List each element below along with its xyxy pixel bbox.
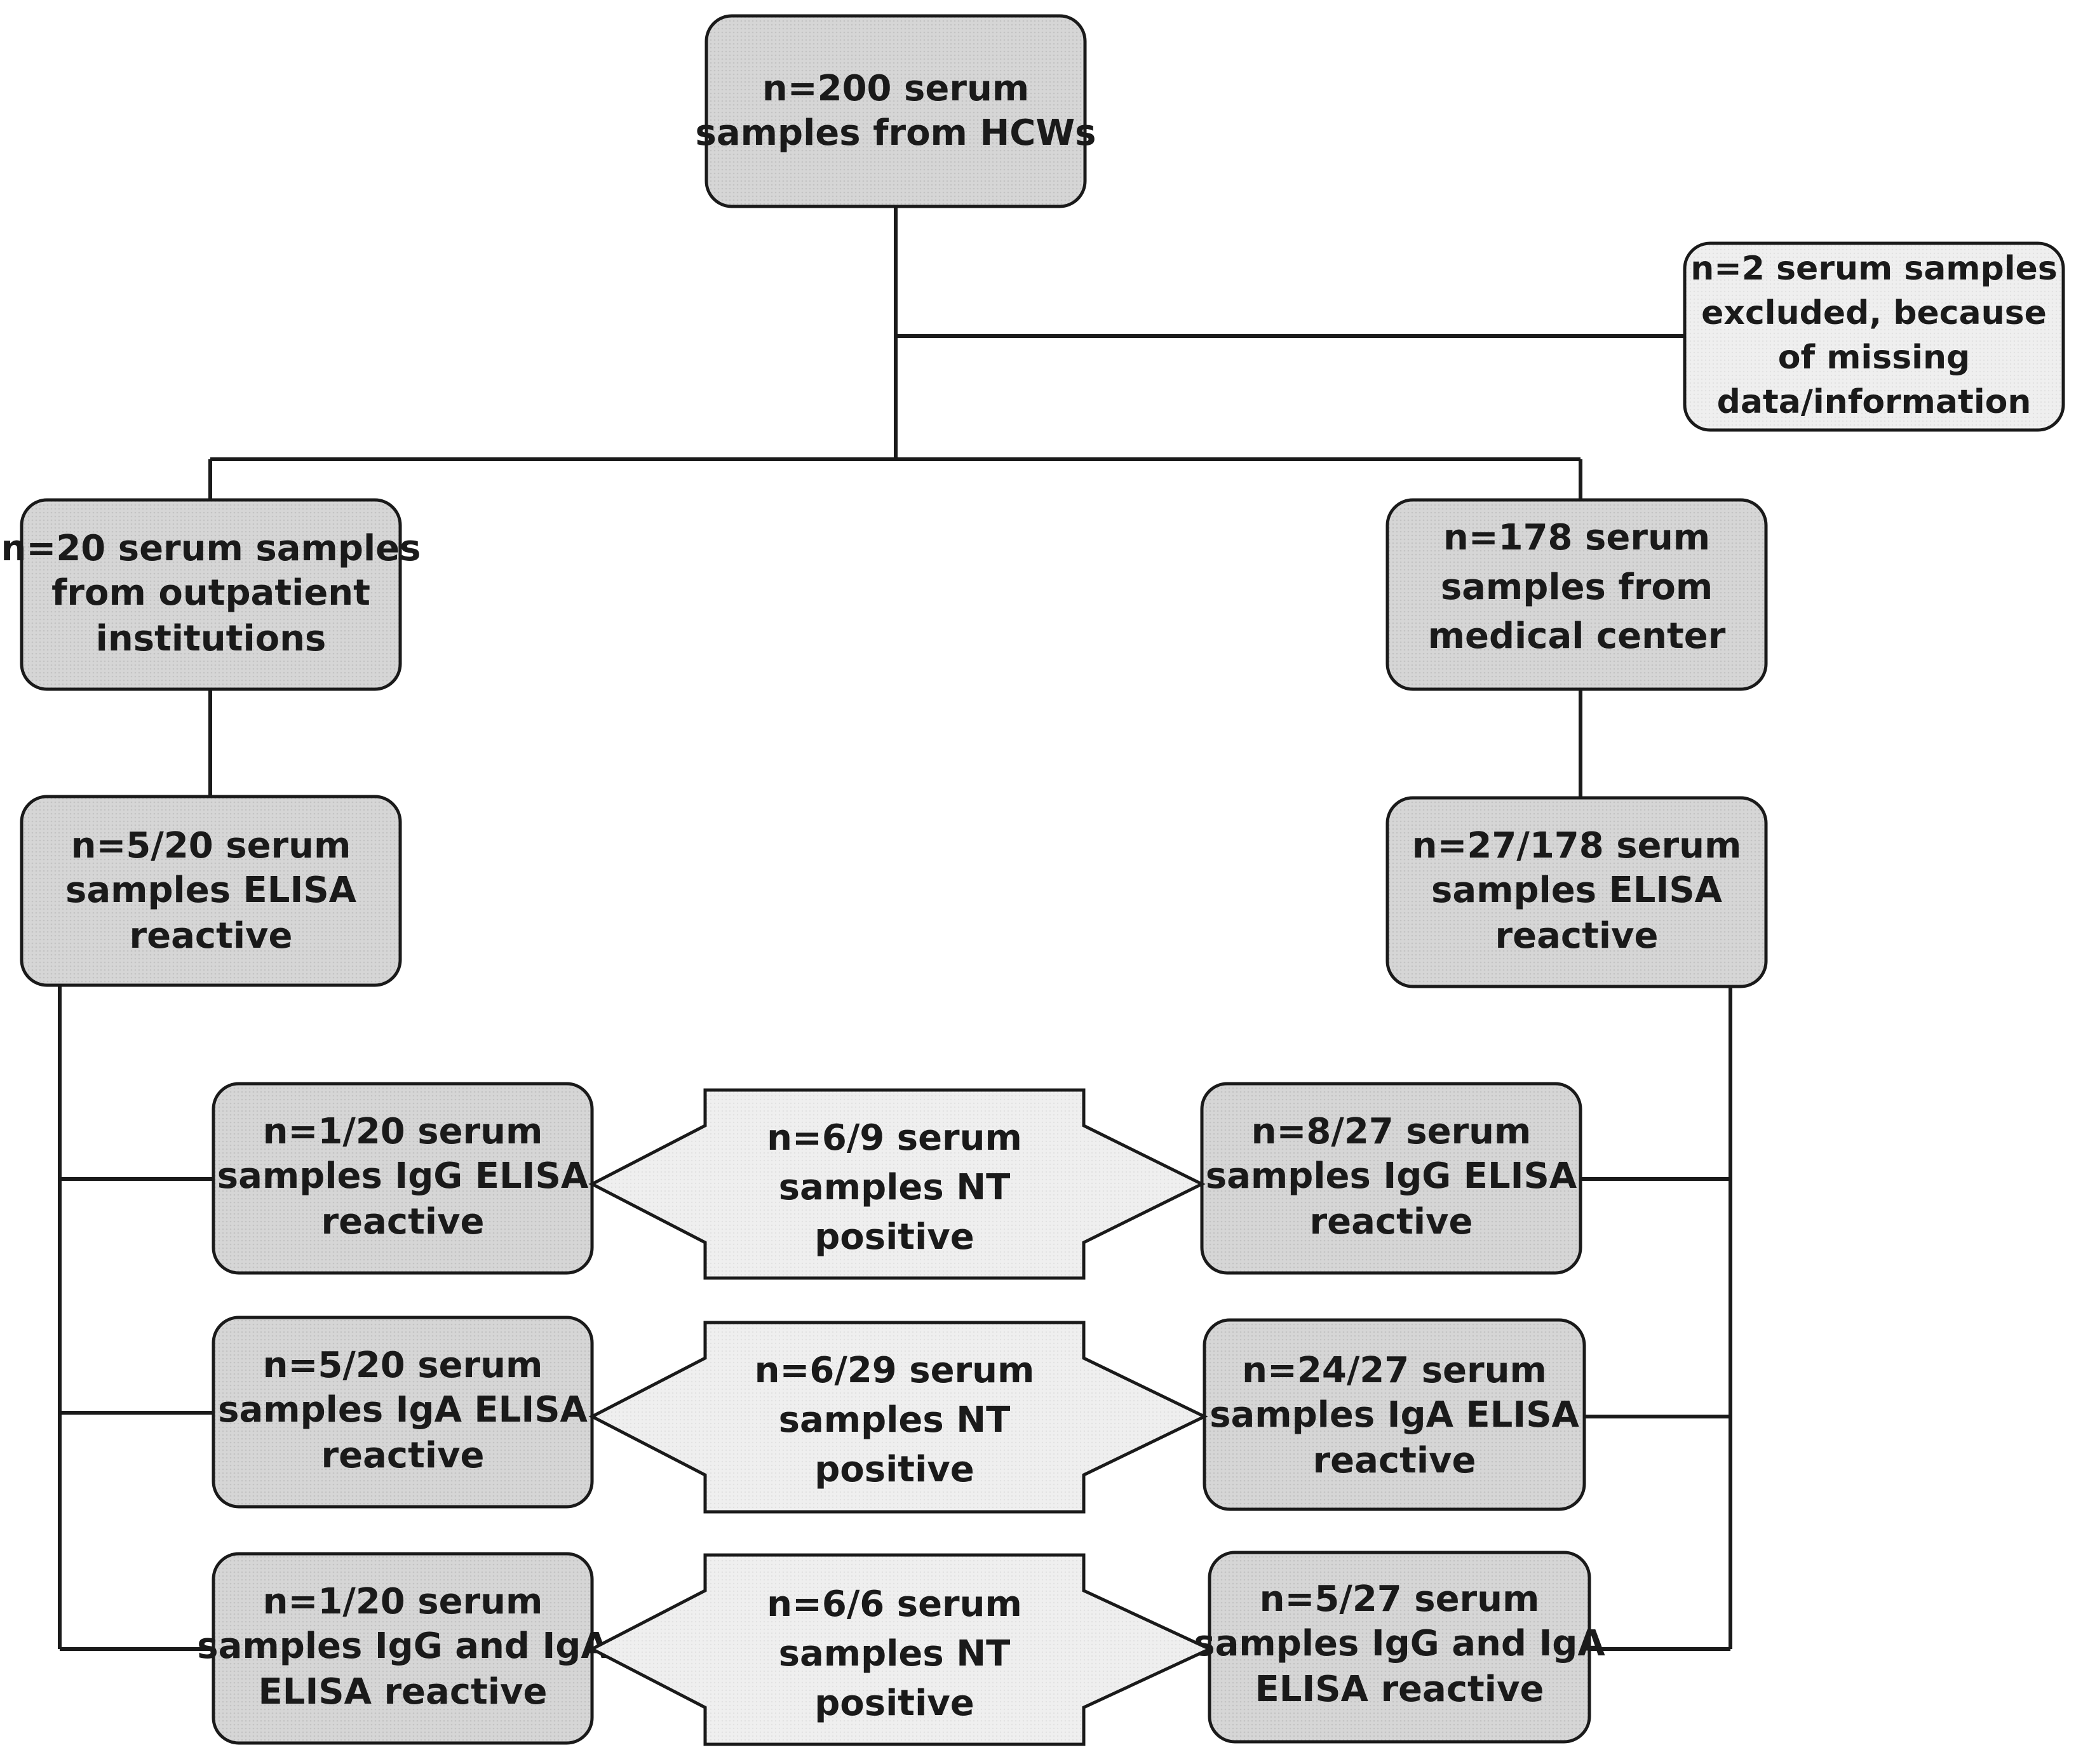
box-medical-center-line: n=178 serum bbox=[1443, 517, 1710, 558]
nt-arrow-iga-line: samples NT bbox=[779, 1399, 1011, 1441]
nt-arrow-igg-iga-line: n=6/6 serum bbox=[767, 1584, 1022, 1625]
box-excluded-line: data/information bbox=[1717, 383, 2032, 421]
box-root-line: n=200 serum bbox=[762, 68, 1029, 109]
box-outpatient-igg-line: samples IgG ELISA bbox=[217, 1155, 589, 1197]
nt-arrow-iga: n=6/29 serum samples NT positive bbox=[588, 1321, 1208, 1514]
box-outpatient-line: institutions bbox=[96, 618, 327, 659]
nt-arrow-igg-line: n=6/9 serum bbox=[767, 1117, 1022, 1159]
nt-arrow-iga-line: n=6/29 serum bbox=[755, 1350, 1035, 1391]
box-root-line: samples from HCWs bbox=[696, 112, 1096, 154]
box-medical-center-line: samples from bbox=[1441, 567, 1713, 608]
box-medical-iga-line: reactive bbox=[1312, 1440, 1476, 1481]
nt-arrow-iga-line: positive bbox=[814, 1449, 974, 1490]
box-outpatient-igg-iga-line: samples IgG and IgA bbox=[197, 1626, 609, 1667]
box-medical-elisa-line: samples ELISA bbox=[1431, 870, 1723, 911]
box-outpatient-igg-iga-line: n=1/20 serum bbox=[263, 1581, 543, 1622]
box-medical-iga-line: samples IgA ELISA bbox=[1210, 1394, 1579, 1436]
box-medical-elisa-line: reactive bbox=[1495, 915, 1658, 957]
box-outpatient-elisa-line: n=5/20 serum bbox=[71, 825, 351, 866]
box-medical-igg-line: samples IgG ELISA bbox=[1206, 1155, 1577, 1197]
connector-lines bbox=[58, 206, 1732, 1651]
box-medical-center: n=178 serum samples from medical center bbox=[1385, 498, 1768, 691]
box-outpatient-elisa-line: reactive bbox=[129, 915, 292, 957]
box-outpatient-iga-line: samples IgA ELISA bbox=[218, 1389, 588, 1431]
box-outpatient-elisa-line: samples ELISA bbox=[65, 870, 357, 911]
box-outpatient-iga-line: reactive bbox=[321, 1435, 484, 1476]
box-outpatient-line: from outpatient bbox=[51, 572, 370, 614]
box-outpatient-igg-iga-line: ELISA reactive bbox=[259, 1671, 548, 1713]
box-medical-center-line: medical center bbox=[1428, 616, 1726, 657]
nt-arrow-igg-line: positive bbox=[814, 1216, 974, 1258]
box-excluded: n=2 serum samples excluded, because of mis… bbox=[1683, 241, 2065, 432]
box-medical-igg-line: reactive bbox=[1309, 1201, 1473, 1242]
box-medical-iga-line: n=24/27 serum bbox=[1242, 1350, 1547, 1391]
box-excluded-line: excluded, because bbox=[1701, 294, 2047, 332]
box-outpatient-igg-line: n=1/20 serum bbox=[263, 1111, 543, 1152]
box-medical-igg-iga-line: ELISA reactive bbox=[1255, 1669, 1544, 1710]
box-medical-igg-iga-line: n=5/27 serum bbox=[1260, 1579, 1540, 1620]
nt-arrow-igg: n=6/9 serum samples NT positive bbox=[588, 1088, 1206, 1280]
nt-arrow-igg-iga-line: positive bbox=[814, 1683, 974, 1724]
nt-arrow-igg-iga-line: samples NT bbox=[779, 1633, 1011, 1674]
nt-arrow-igg-line: samples NT bbox=[779, 1167, 1011, 1208]
box-excluded-line: of missing bbox=[1778, 339, 1970, 377]
box-outpatient-line: n=20 serum samples bbox=[1, 528, 421, 569]
box-medical-igg-iga-line: samples IgG and IgA bbox=[1194, 1623, 1605, 1664]
box-medical-igg-line: n=8/27 serum bbox=[1251, 1111, 1532, 1152]
box-excluded-line: n=2 serum samples bbox=[1690, 250, 2058, 288]
box-outpatient-iga-line: n=5/20 serum bbox=[263, 1345, 543, 1386]
box-outpatient-igg-line: reactive bbox=[321, 1201, 484, 1242]
nt-arrow-igg-iga: n=6/6 serum samples NT positive bbox=[588, 1553, 1213, 1746]
box-medical-elisa-line: n=27/178 serum bbox=[1412, 825, 1742, 866]
